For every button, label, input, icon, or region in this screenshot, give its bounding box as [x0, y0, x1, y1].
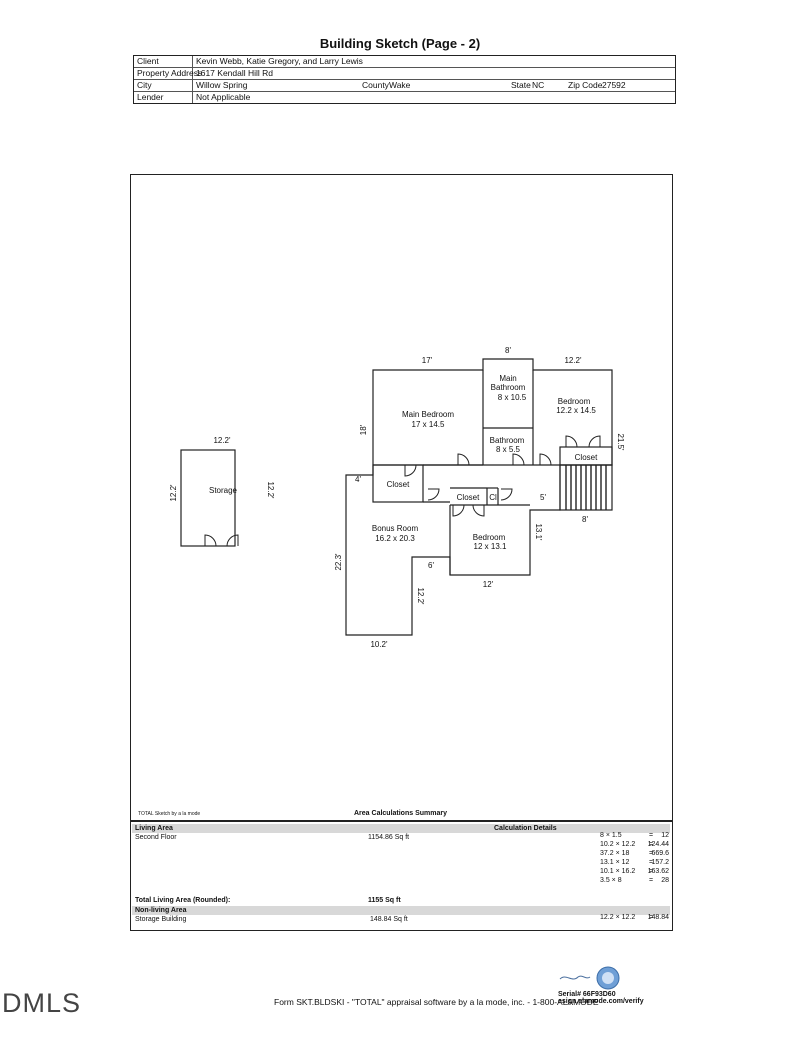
dim-17: 17' — [422, 356, 433, 365]
bedroom-lower-label: Bedroom — [473, 533, 506, 542]
storage-calc-result: 148.84 — [647, 914, 669, 921]
lender-label: Lender — [137, 92, 164, 102]
dim-10-2: 10.2' — [370, 640, 388, 649]
calc-expr-1: 8 × 1.5 — [600, 832, 622, 839]
city-value: Willow Spring — [196, 80, 248, 90]
header-table: Client Kevin Webb, Katie Gregory, and La… — [133, 55, 676, 104]
state-label: State — [511, 80, 531, 90]
dim-6: 6' — [428, 561, 434, 570]
state-value: NC — [532, 80, 545, 90]
city-row: City Willow Spring County Wake State NC … — [134, 80, 675, 92]
right-closet-label: Closet — [575, 453, 598, 462]
calc-result-4: 157.2 — [651, 859, 669, 866]
storage-building-area: 148.84 Sq ft — [370, 916, 408, 923]
dim-5: 5' — [540, 493, 546, 502]
calc-expr-3: 37.2 × 18 — [600, 850, 630, 857]
house-outline — [345, 358, 613, 636]
main-bedroom-label: Main Bedroom — [402, 410, 454, 419]
main-closet-label: Closet — [387, 480, 410, 489]
dim-22-3: 22.3' — [334, 553, 343, 571]
storage-dim-top: 12.2' — [213, 436, 231, 445]
address-label: Property Address — [137, 68, 203, 78]
calc-details-label: Calculation Details — [494, 825, 557, 832]
city-label: City — [137, 80, 152, 90]
second-floor-label: Second Floor — [135, 834, 177, 841]
dim-21-5: 21.5' — [616, 433, 625, 451]
form-footer: Form SKT.BLDSKI - "TOTAL" appraisal soft… — [274, 997, 599, 1007]
dim-8-top: 8' — [505, 346, 511, 355]
serial-number: Serial# 66F93D60 — [558, 991, 616, 998]
page-title: Building Sketch (Page - 2) — [319, 36, 481, 51]
calc-result-2: 124.44 — [647, 841, 669, 848]
sketch-frame — [130, 174, 673, 931]
county-value: Wake — [389, 80, 411, 90]
main-bathroom-label-1: Main — [499, 374, 516, 383]
dim-12-2-mid: 12.2' — [416, 587, 425, 605]
seal-icon — [559, 966, 620, 990]
lower-closet-label: Closet — [457, 493, 480, 502]
mls-watermark: DMLS — [2, 988, 82, 1018]
main-bedroom-size: 17 x 14.5 — [412, 420, 445, 429]
second-floor-area: 1154.86 Sq ft — [368, 834, 410, 841]
bedroom-right-label: Bedroom — [558, 397, 591, 406]
lender-row: Lender Not Applicable — [134, 92, 675, 103]
calc-expr-6: 3.5 × 8 — [600, 877, 622, 884]
cl-label: Cl — [489, 493, 497, 502]
calc-result-5: 163.62 — [647, 868, 669, 875]
client-row: Client Kevin Webb, Katie Gregory, and La… — [134, 56, 675, 68]
software-note: TOTAL Sketch by a la mode — [138, 811, 201, 817]
non-living-label: Non-living Area — [135, 907, 187, 914]
dim-12: 12' — [483, 580, 494, 589]
calc-result-1: 12 — [661, 832, 669, 839]
verify-url[interactable]: esign.alamode.com/verify — [558, 998, 644, 1005]
dim-13-1: 13.1' — [534, 523, 543, 541]
storage-building-label: Storage Building — [135, 916, 187, 923]
non-living-bar — [132, 906, 670, 915]
zip-value: 27592 — [602, 80, 626, 90]
storage-calc-expr: 12.2 × 12.2 — [600, 914, 636, 921]
bathroom-label: Bathroom — [490, 436, 525, 445]
client-value: Kevin Webb, Katie Gregory, and Larry Lew… — [196, 56, 363, 66]
address-row: Property Address 1617 Kendall Hill Rd — [134, 68, 675, 80]
storage-outline — [180, 449, 236, 547]
main-bathroom-size: 8 x 10.5 — [498, 393, 527, 402]
lender-value: Not Applicable — [196, 92, 251, 102]
verification-seal: Serial# 66F93D60 esign.alamode.com/verif… — [558, 965, 644, 1005]
dim-8-stair: 8' — [582, 515, 588, 524]
county-label: County — [362, 80, 389, 90]
calc-expr-4: 13.1 × 12 — [600, 859, 630, 866]
address-value: 1617 Kendall Hill Rd — [196, 68, 274, 78]
dim-18: 18' — [359, 424, 368, 435]
total-living-label: Total Living Area (Rounded): — [135, 897, 231, 904]
client-label: Client — [137, 56, 159, 66]
storage-dim-left: 12.2' — [169, 484, 178, 502]
bonus-room-size: 16.2 x 20.3 — [375, 534, 415, 543]
bathroom-size: 8 x 5.5 — [496, 445, 521, 454]
main-bathroom-label-2: Bathroom — [491, 383, 526, 392]
bedroom-right-size: 12.2 x 14.5 — [556, 406, 596, 415]
dim-4: 4' — [355, 475, 361, 484]
total-living-value: 1155 Sq ft — [368, 897, 401, 904]
calc-result-3: 669.6 — [651, 850, 669, 857]
living-area-bar — [132, 824, 670, 833]
calc-expr-5: 10.1 × 16.2 — [600, 868, 636, 875]
calc-expr-2: 10.2 × 12.2 — [600, 841, 636, 848]
bedroom-lower-size: 12 x 13.1 — [474, 542, 507, 551]
bonus-room-label: Bonus Room — [372, 524, 419, 533]
storage-dim-right: 12.2' — [266, 481, 275, 499]
dim-12-2-top: 12.2' — [564, 356, 582, 365]
living-area-label: Living Area — [135, 825, 173, 832]
calc-result-6: 28 — [661, 877, 669, 884]
zip-label: Zip Code — [568, 80, 603, 90]
summary-title: Area Calculations Summary — [354, 810, 447, 817]
storage-label: Storage — [209, 486, 238, 495]
